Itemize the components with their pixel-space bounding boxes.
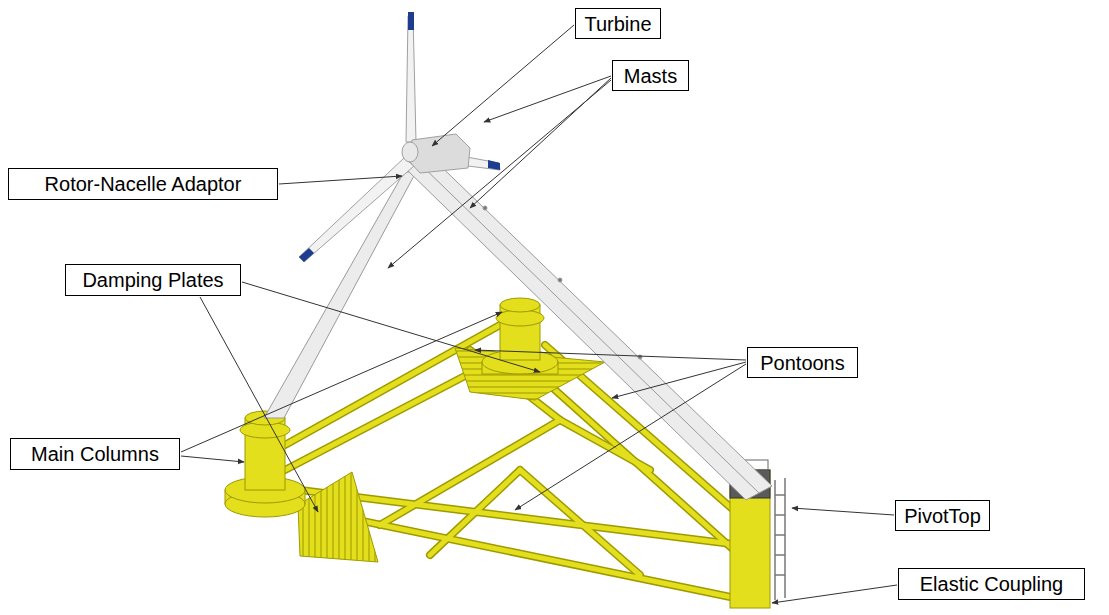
main-column <box>482 298 558 374</box>
callout-label: Masts <box>624 64 677 88</box>
callout-label: Damping Plates <box>82 268 223 292</box>
callout-box: Elastic Coupling <box>898 568 1085 600</box>
pontoon-frame <box>285 325 745 600</box>
main-column <box>225 411 305 517</box>
callout-box: Pontoons <box>747 347 858 378</box>
callout-label: PivotTop <box>904 504 981 528</box>
damping-plate <box>298 472 378 562</box>
callout-box: Masts <box>612 60 689 91</box>
turbine <box>299 12 500 262</box>
callout-box: Rotor-Nacelle Adaptor <box>8 168 278 200</box>
callout-label: Turbine <box>584 12 651 36</box>
callout-box: Main Columns <box>10 438 180 470</box>
callout-label: Elastic Coupling <box>920 572 1063 596</box>
callout-label: Rotor-Nacelle Adaptor <box>45 172 242 196</box>
callout-label: Pontoons <box>760 351 845 375</box>
callout-box: Turbine <box>575 8 661 39</box>
callout-box: PivotTop <box>895 500 990 531</box>
callout-box: Damping Plates <box>65 264 241 296</box>
callout-label: Main Columns <box>31 442 159 466</box>
leader-lines <box>181 25 897 603</box>
mast <box>264 152 772 500</box>
